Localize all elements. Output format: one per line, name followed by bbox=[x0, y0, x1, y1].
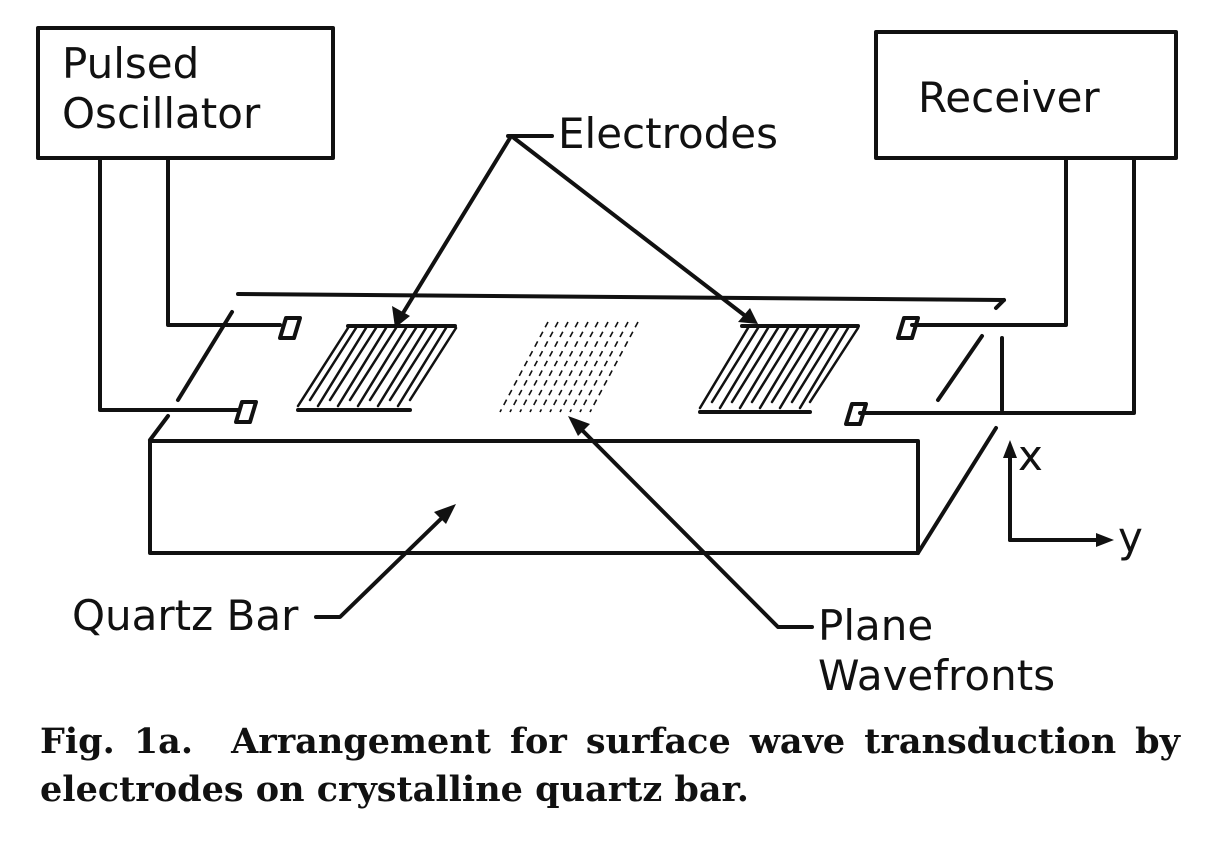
caption-number: Fig. 1a. bbox=[40, 721, 194, 762]
right-electrodes bbox=[698, 316, 920, 426]
quartz-bar-top bbox=[148, 292, 1006, 442]
left-upper-pad bbox=[278, 316, 302, 340]
electrodes-callout: Electrodes bbox=[392, 109, 778, 328]
plane-wavefronts bbox=[499, 321, 639, 413]
oscillator-wires bbox=[98, 156, 282, 412]
electrode-left-arrowhead bbox=[392, 306, 410, 328]
right-upper-pad bbox=[896, 316, 920, 340]
wavefront-arrowhead bbox=[568, 416, 590, 436]
oscillator-label-line1: Pulsed bbox=[62, 39, 199, 88]
plane-label-line1: Plane bbox=[818, 601, 933, 650]
plane-label-line2: Wavefronts bbox=[818, 651, 1055, 700]
quartz-bar-label: Quartz Bar bbox=[72, 591, 299, 640]
oscillator-label-line2: Oscillator bbox=[62, 89, 261, 138]
electrode-right-arrowhead bbox=[738, 308, 758, 324]
caption-text: Arrangement for surface wave transductio… bbox=[40, 721, 1180, 810]
receiver-box: Receiver bbox=[874, 30, 1178, 160]
axis-x-label: x bbox=[1018, 431, 1043, 480]
wavefronts-callout: Plane Wavefronts bbox=[568, 416, 1055, 700]
quartz-bar-body bbox=[148, 426, 998, 555]
receiver-label: Receiver bbox=[918, 73, 1100, 122]
quartz-bar-callout: Quartz Bar bbox=[72, 504, 456, 640]
transducer-diagram: Pulsed Oscillator Receiver bbox=[36, 26, 1178, 700]
x-axis-arrowhead bbox=[1003, 440, 1017, 458]
right-lower-pad bbox=[844, 402, 868, 426]
pulsed-oscillator-box: Pulsed Oscillator bbox=[36, 26, 335, 160]
axis-y-label: y bbox=[1118, 513, 1143, 562]
quartz-arrowhead bbox=[434, 504, 456, 524]
left-lower-pad bbox=[234, 400, 258, 424]
y-axis-arrowhead bbox=[1096, 533, 1114, 547]
figure-caption: Fig. 1a. Arrangement for surface wave tr… bbox=[40, 718, 1180, 814]
electrodes-label: Electrodes bbox=[558, 109, 778, 158]
coordinate-axes: x y bbox=[1003, 431, 1143, 562]
receiver-wires bbox=[858, 156, 1136, 415]
left-electrodes bbox=[234, 316, 458, 424]
